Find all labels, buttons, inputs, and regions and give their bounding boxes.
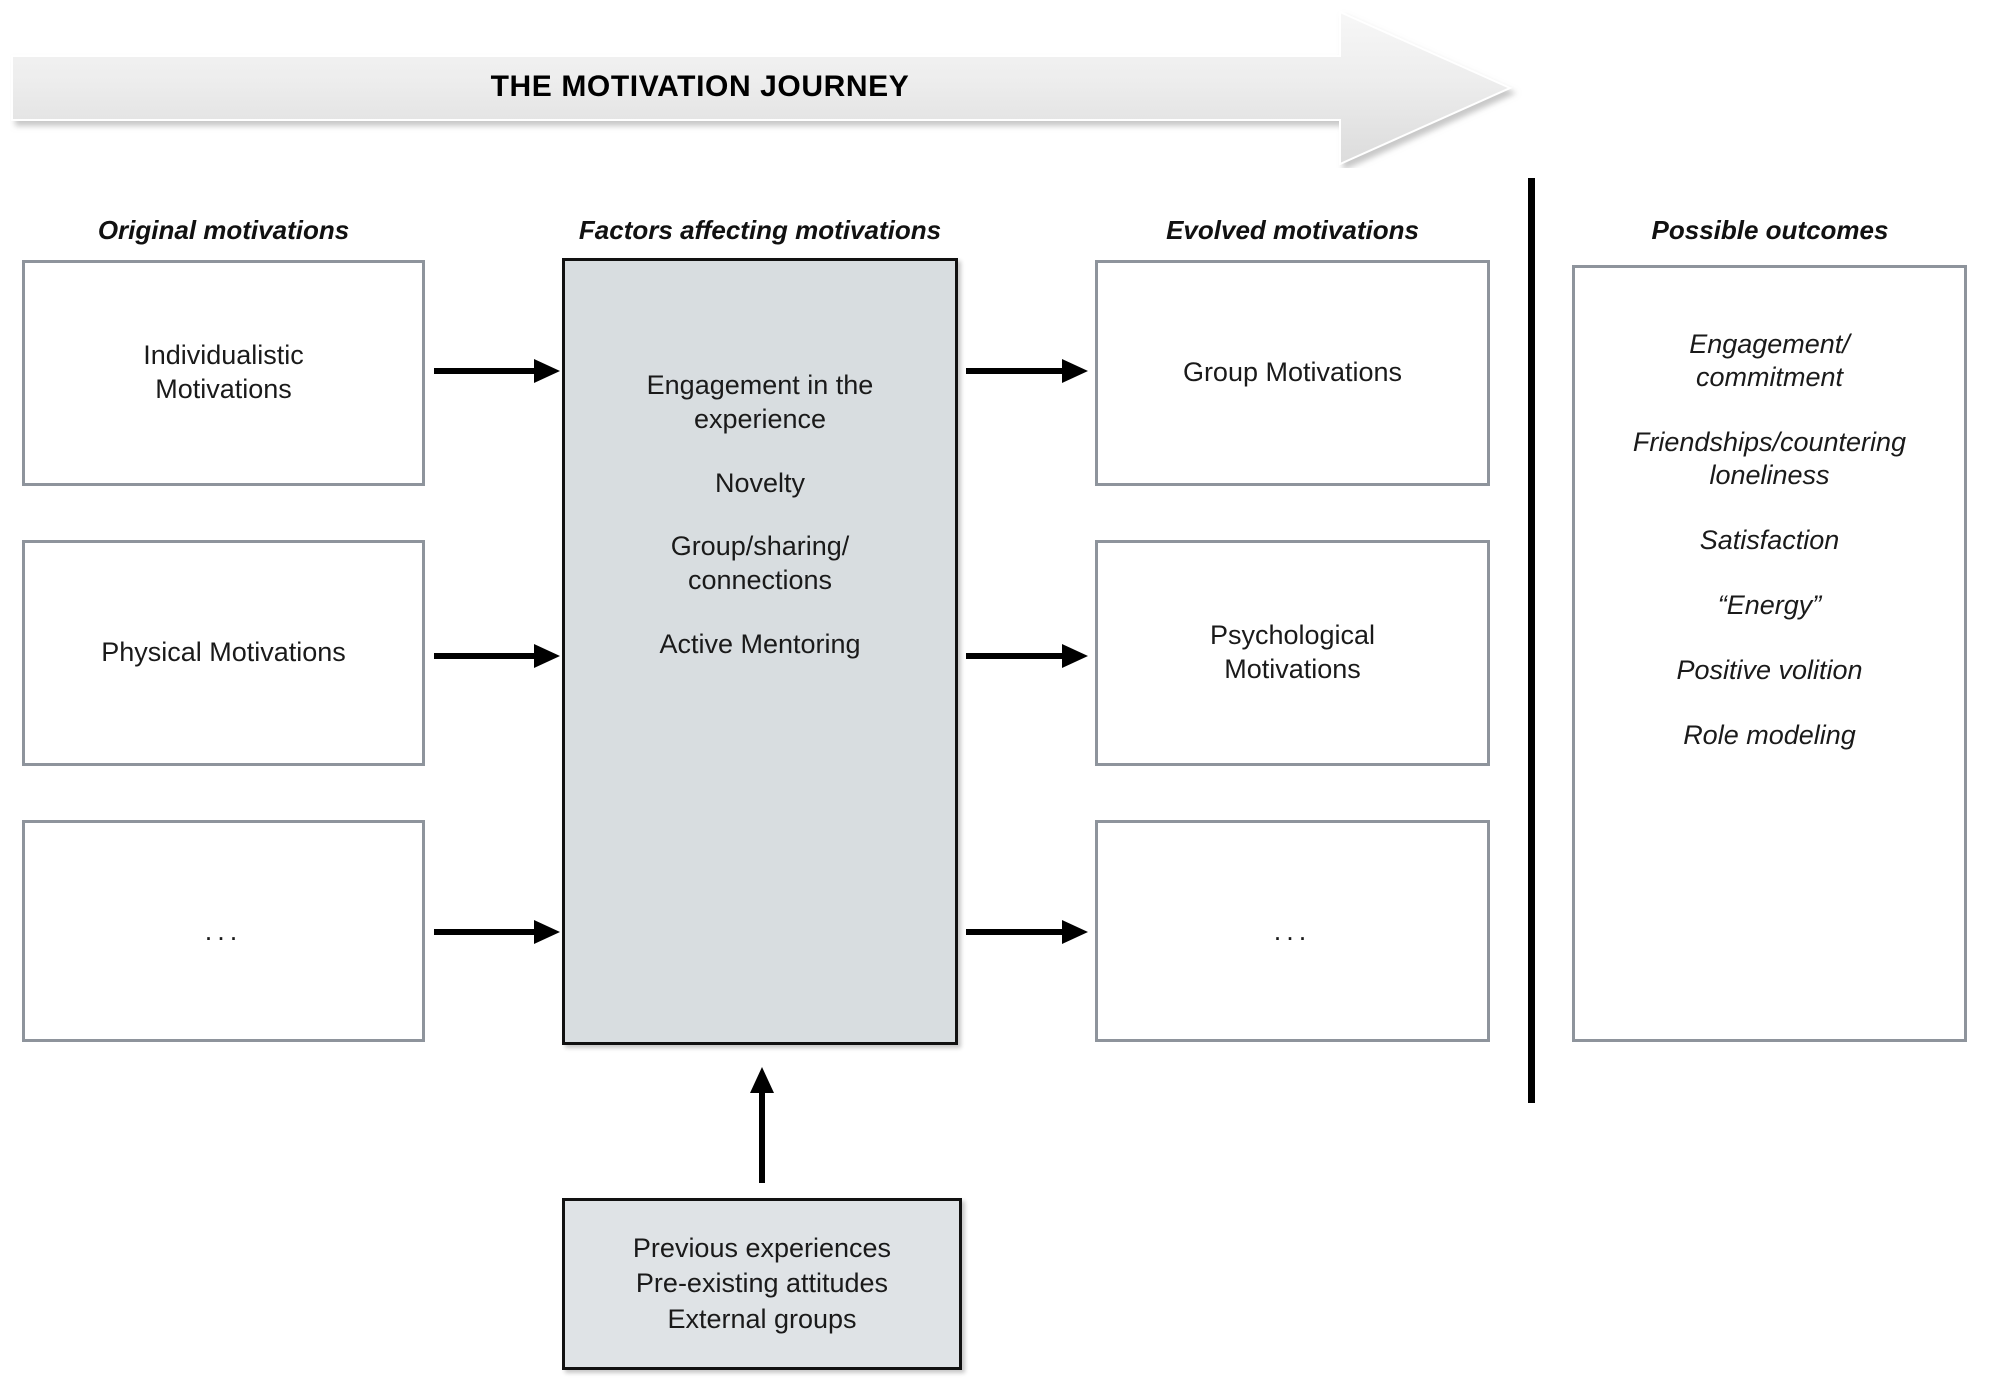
- possible-outcomes-panel[interactable]: Engagement/commitment Friendships/counte…: [1572, 265, 1967, 1042]
- right-arrow-icon: [434, 644, 560, 668]
- section-divider-line: [1528, 178, 1535, 1103]
- arrow-original-1-to-factors: [434, 356, 562, 386]
- right-arrow-icon: [966, 920, 1088, 944]
- banner-title: THE MOTIVATION JOURNEY: [490, 70, 910, 103]
- column-header-factors-affecting-motivations: Factors affecting motivations: [578, 215, 942, 245]
- arrow-factors-to-evolved-2: [966, 641, 1090, 671]
- possible-outcomes-list: Engagement/commitment Friendships/counte…: [1587, 328, 1952, 752]
- evolved-motivation-label-1: Group Motivations: [1182, 357, 1403, 388]
- arrow-factors-to-evolved-3: [966, 917, 1090, 947]
- evolved-motivation-label-3: ...: [1273, 915, 1312, 946]
- outcome-item-6: Role modeling: [1683, 719, 1856, 750]
- evolved-motivation-box-3[interactable]: ...: [1095, 820, 1490, 1042]
- arrow-factors-to-evolved-1: [966, 356, 1090, 386]
- right-arrow-icon: [966, 359, 1088, 383]
- motivation-journey-banner: THE MOTIVATION JOURNEY: [10, 8, 1540, 168]
- factor-item-3: Group/sharing/connections: [670, 531, 850, 595]
- original-motivation-label-2: Physical Motivations: [101, 637, 346, 668]
- arrow-original-3-to-factors: [434, 917, 562, 947]
- outcome-item-4: “Energy”: [1717, 589, 1822, 620]
- right-arrow-icon: [434, 359, 560, 383]
- factor-item-2: Novelty: [714, 467, 806, 498]
- outcome-item-3: Satisfaction: [1699, 524, 1840, 555]
- arrow-original-2-to-factors: [434, 641, 562, 671]
- outcome-item-5: Positive volition: [1676, 654, 1863, 685]
- outcome-item-1: Engagement/commitment: [1689, 329, 1850, 392]
- original-motivation-label-3: ...: [204, 915, 243, 946]
- up-arrow-icon: [750, 1067, 774, 1183]
- evolved-motivation-box-1[interactable]: Group Motivations: [1095, 260, 1490, 486]
- right-arrow-icon: [434, 920, 560, 944]
- column-header-original-motivations: Original motivations: [97, 215, 350, 245]
- banner-arrow-shape: [11, 10, 1513, 166]
- column-header-evolved-motivations: Evolved motivations: [1166, 215, 1419, 245]
- factor-item-4: Active Mentoring: [659, 628, 861, 659]
- original-motivation-box-3[interactable]: ...: [22, 820, 425, 1042]
- right-arrow-icon: [966, 644, 1088, 668]
- column-header-possible-outcomes: Possible outcomes: [1651, 215, 1889, 245]
- arrow-source-to-factors: [742, 1065, 782, 1185]
- original-motivation-box-2[interactable]: Physical Motivations: [22, 540, 425, 766]
